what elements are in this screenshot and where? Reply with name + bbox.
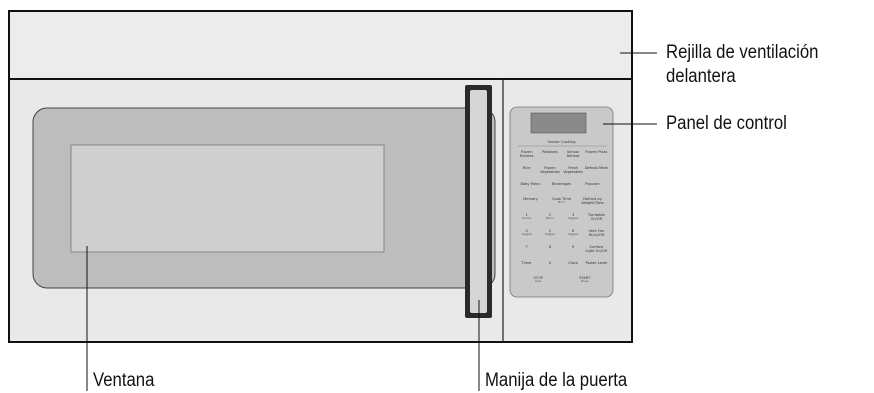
door-handle-highlight: [470, 90, 487, 313]
control-panel-button[interactable]: Defrost by Weight/Time: [581, 197, 604, 206]
control-panel-button[interactable]: Defrost Meat: [584, 165, 608, 170]
vent-grille-label: Rejilla de ventilación delantera: [666, 41, 818, 89]
control-panel-button[interactable]: Power Level: [585, 260, 608, 265]
control-panel-button[interactable]: 9: [571, 244, 575, 249]
control-panel-header: Sensor Cooking: [547, 140, 576, 144]
control-panel-button[interactable]: Surface Light On/Off: [585, 244, 608, 253]
control-panel-button[interactable]: Timer: [521, 260, 532, 265]
door-handle-label: Manija de la puerta: [485, 370, 628, 391]
control-panel-button[interactable]: Frozen Entrees: [519, 150, 534, 158]
control-panel-button[interactable]: Potatoes: [542, 150, 558, 154]
control-panel-button[interactable]: Vent Fan Hi/Lo/Off: [588, 229, 605, 237]
control-panel-button[interactable]: 8: [548, 244, 552, 249]
control-panel: [509, 106, 614, 298]
window: [70, 144, 385, 253]
control-panel-button[interactable]: Baby Menu: [520, 181, 541, 186]
control-panel-button[interactable]: Beverages: [551, 181, 572, 186]
control-panel-button[interactable]: Turntable On/Off: [588, 213, 605, 222]
control-panel-button[interactable]: 0: [548, 260, 552, 265]
control-panel-button[interactable]: Popcorn: [585, 181, 600, 186]
control-panel-label: Panel de control: [666, 113, 787, 134]
control-panel-button[interactable]: Frozen Pizza: [585, 150, 608, 154]
window-label: Ventana: [93, 370, 155, 391]
control-panel-button[interactable]: Sensor Reheat: [566, 150, 580, 158]
control-panel-button[interactable]: 7: [525, 244, 528, 249]
control-panel-button[interactable]: Clock: [568, 260, 578, 265]
vent-grille-label-line1: Rejilla de ventilación: [666, 42, 819, 63]
control-panel-button[interactable]: Memory: [523, 197, 538, 202]
control-panel-button[interactable]: Fresh Vegetables: [563, 165, 584, 174]
control-panel-button[interactable]: Frozen Vegetables: [539, 165, 560, 174]
front-vent-grille: [8, 10, 633, 80]
control-panel-display: [530, 112, 587, 134]
vent-grille-label-line2: delantera: [666, 66, 736, 87]
control-panel-button[interactable]: Rice: [522, 165, 531, 170]
